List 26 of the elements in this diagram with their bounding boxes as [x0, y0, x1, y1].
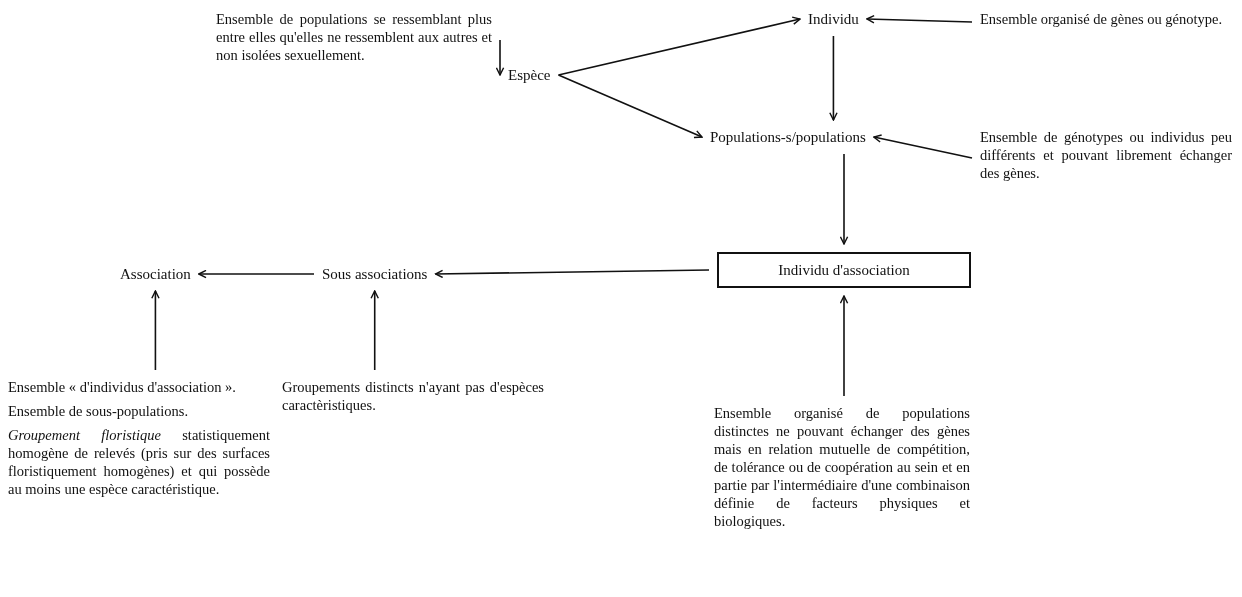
definition-text: Ensemble organisé de populations distinctes ne pouvant échanger des gènes mais en relation mutuelle de compétition, de tolérance ou de coopération au sein et en partie par l'intermédiaire d'une combinaison définie de facteurs physiques et biologiques.	[714, 404, 970, 530]
term-label: Association	[120, 265, 191, 283]
arrow	[434, 269, 710, 279]
process-box: Individu d'association	[717, 252, 971, 288]
definition-text: Groupement floristique statistiquement homogène de relevés (pris sur des surfaces floristiquement homogènes) et qui possède au moins une espèce caractéristique.	[8, 426, 270, 498]
arrow	[866, 14, 973, 24]
arrow	[829, 35, 838, 121]
arrow	[557, 74, 703, 139]
definition-text: Ensemble organisé de gènes ou génotype.	[980, 10, 1224, 28]
definition-text: Ensemble de populations se ressemblant plus entre elles qu'elles ne ressemblent aux autres et non isolées sexuellement.	[216, 10, 492, 64]
arrow	[839, 153, 849, 245]
arrow	[557, 16, 801, 76]
term-label: Individu	[808, 10, 859, 28]
arrow	[839, 295, 849, 397]
definition-text: Groupements distincts n'ayant pas d'espèces caractèristiques.	[282, 378, 544, 414]
arrow	[151, 290, 160, 371]
arrow	[198, 269, 315, 279]
definition-text: Ensemble « d'individus d'association ».	[8, 378, 237, 396]
arrow	[495, 39, 505, 76]
term-label: Sous associations	[322, 265, 428, 283]
term-label: Populations-s/populations	[710, 128, 866, 146]
arrow	[370, 290, 380, 371]
arrow	[873, 134, 973, 159]
definition-text: Ensemble de sous-populations.	[8, 402, 190, 420]
term-label: Espèce	[508, 66, 551, 84]
definition-text: Ensemble de génotypes ou individus peu différents et pouvant librement échanger des gènes.	[980, 128, 1232, 182]
